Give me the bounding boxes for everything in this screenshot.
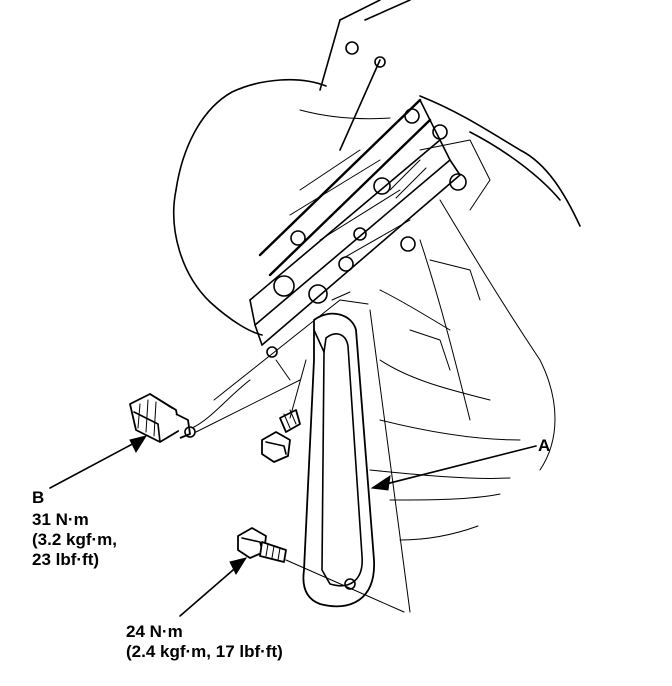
leader-lines (195, 299, 411, 613)
knock-sensor-b (129, 379, 251, 443)
engine-block-outline (172, 78, 581, 541)
bolt-torque-nm: 24 N·m (126, 622, 183, 641)
sensor-torque-nm: 31 N·m (32, 510, 89, 529)
sensor-torque-kgf: (3.2 kgf·m, (32, 530, 118, 549)
lower-mounting-bolt (237, 527, 287, 563)
callout-arrow-b (49, 435, 148, 489)
bolt-torque-alt: (2.4 kgf·m, 17 lbf·ft) (126, 642, 283, 661)
callout-letter-a: A (538, 436, 551, 455)
mounting-bracket (249, 0, 461, 358)
upper-mounting-bolt (261, 359, 307, 463)
callout-arrow-bolt (179, 557, 248, 617)
cover-plate-a (302, 291, 375, 608)
callout-arrow-a (370, 445, 537, 491)
callout-letter-b: B (32, 488, 45, 507)
sensor-torque-lbf: 23 lbf·ft) (32, 550, 100, 569)
